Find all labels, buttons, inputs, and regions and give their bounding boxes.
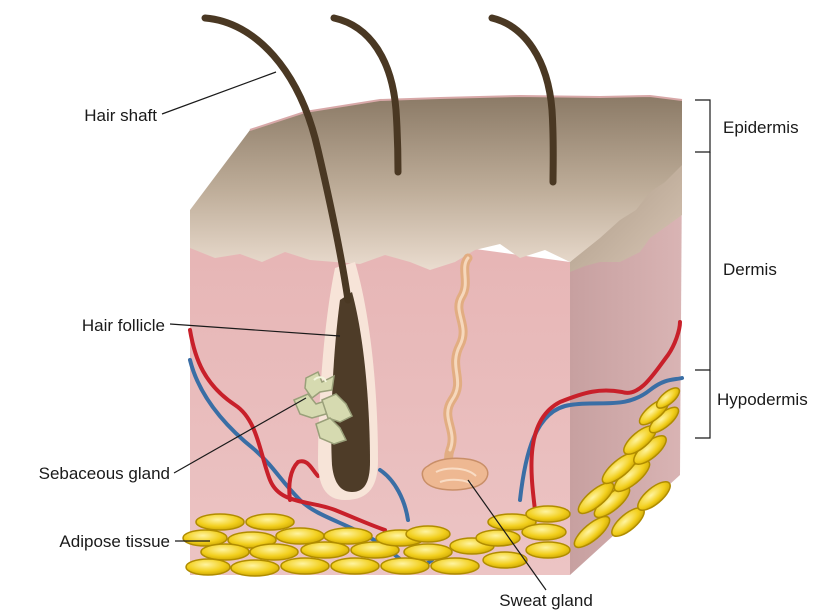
label-sebaceous-gland: Sebaceous gland — [39, 464, 170, 483]
label-hair-follicle: Hair follicle — [82, 316, 165, 335]
label-adipose-tissue: Adipose tissue — [59, 532, 170, 551]
label-sweat-gland: Sweat gland — [499, 591, 593, 610]
label-hypodermis: Hypodermis — [717, 390, 808, 409]
bracket-epidermis — [695, 100, 710, 152]
layer-brackets — [695, 100, 710, 438]
label-epidermis: Epidermis — [723, 118, 799, 137]
sweat-coil — [422, 458, 487, 490]
bracket-dermis — [695, 152, 710, 370]
label-dermis: Dermis — [723, 260, 777, 279]
leader-hair-shaft — [162, 72, 276, 114]
bracket-hypodermis — [695, 370, 710, 438]
label-hair-shaft: Hair shaft — [84, 106, 157, 125]
